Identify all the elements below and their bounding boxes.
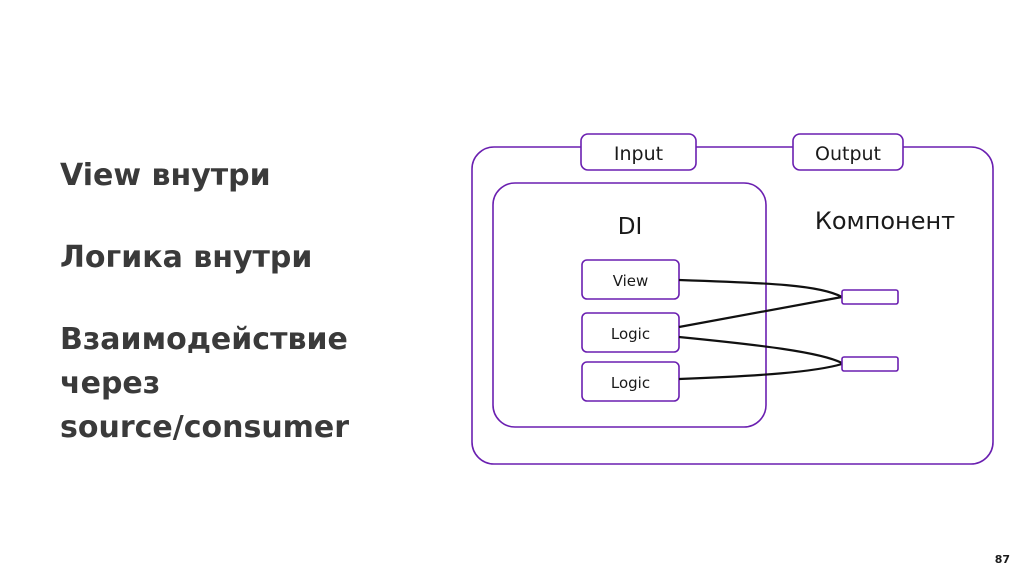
input-tab	[580, 133, 697, 171]
module-view	[581, 259, 680, 300]
module-view-label: View	[613, 272, 649, 290]
connector-logic1-to-port2	[678, 335, 843, 364]
bullet-interaction: Взаимодействие через source/consumer	[60, 322, 350, 445]
module-logic-1	[581, 312, 680, 353]
input-label: Input	[614, 143, 663, 165]
page-number: 87	[994, 553, 1010, 566]
port-1	[841, 289, 899, 305]
connector-logic2-to-port2	[678, 362, 843, 381]
connector-logic1-to-port1	[678, 295, 843, 329]
di-label: DI	[618, 214, 643, 240]
module-logic-1-label: Logic	[611, 325, 650, 343]
di-container	[492, 182, 767, 428]
bullet-logic-inside: Логика внутри	[60, 240, 313, 275]
output-tab	[792, 133, 904, 171]
module-logic-2	[581, 361, 680, 402]
connector-view-to-port1	[678, 278, 843, 298]
component-frame	[471, 146, 994, 465]
port-2	[841, 356, 899, 372]
output-label: Output	[815, 143, 881, 165]
module-logic-2-label: Logic	[611, 374, 650, 392]
component-label: Компонент	[815, 207, 955, 235]
bullet-view-inside: View внутри	[60, 158, 271, 193]
